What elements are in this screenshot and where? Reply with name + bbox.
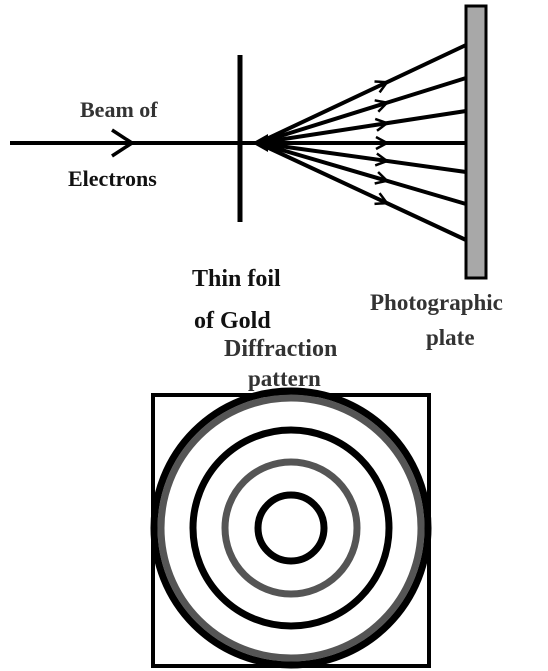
ray-arrowhead [374,99,390,113]
foil-label-line1: Thin foil [192,266,281,292]
beam-label-line1: Beam of [80,97,158,122]
foil-label-line2: of Gold [194,308,271,334]
diffraction-ring [254,491,328,565]
scattered-ray [257,76,467,145]
plate-label-line1: Photographic [370,290,503,315]
ray-arrowhead [374,117,390,132]
electron-beam [10,128,258,158]
ray-arrowhead [374,171,390,185]
ray-arrowhead [374,152,390,167]
diffraction-rings [150,387,432,669]
diffraction-ring [221,458,361,598]
ray-arrowhead [374,192,390,206]
beam-label-line2: Electrons [68,166,157,191]
pattern-label-line1: Diffraction [224,336,337,362]
pattern-label-line2: pattern [248,366,321,391]
scattered-ray [257,109,467,145]
scattered-ray [257,141,467,174]
diffraction-ring [150,387,432,669]
ray-arrowhead [374,80,390,94]
scattered-rays [257,43,467,242]
plate-label-line2: plate [426,325,475,350]
diffraction-pattern [150,387,432,669]
photographic-plate [464,4,488,280]
diffraction-ring [189,426,393,630]
scattered-ray [257,141,467,206]
beam-arrowhead [111,128,136,158]
scattered-ray [257,141,467,242]
diffraction-ring [157,394,425,662]
ray-arrowhead [375,135,390,151]
scattered-ray [257,43,467,145]
